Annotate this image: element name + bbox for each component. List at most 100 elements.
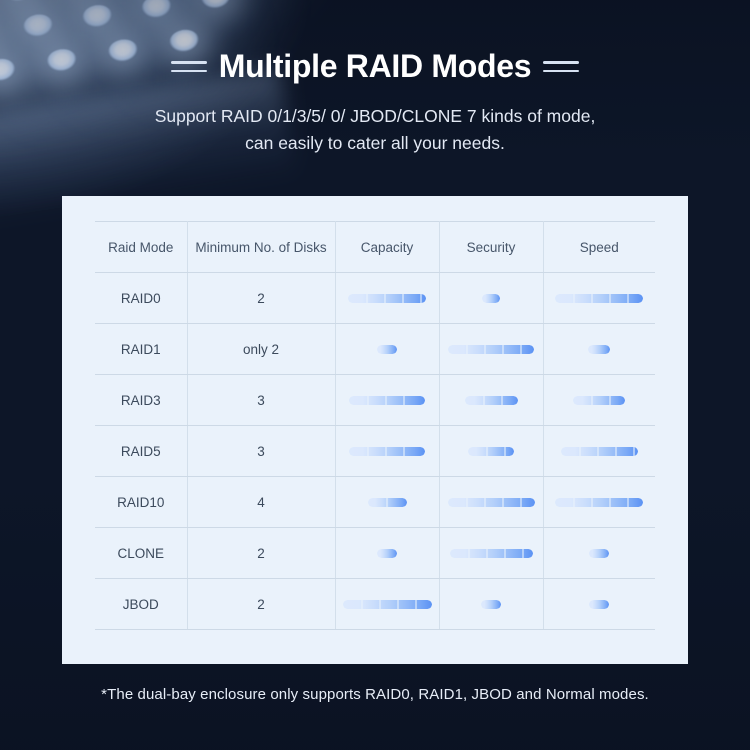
cell-minimum-disks: 3 xyxy=(187,425,336,477)
cell-raid-mode: RAID5 xyxy=(95,425,188,477)
cell-security xyxy=(439,425,544,477)
column-header-raid-mode: Raid Mode xyxy=(95,221,188,273)
meter-segment-divider xyxy=(384,293,386,303)
meter-segment-divider xyxy=(503,548,506,558)
meter-segment-divider xyxy=(482,395,485,405)
cell-speed xyxy=(543,578,655,630)
meter-segment-divider xyxy=(367,446,369,456)
meter-segment-divider xyxy=(591,293,594,303)
security-meter-fill xyxy=(447,497,535,507)
meter-segment-divider xyxy=(578,446,581,456)
cell-raid-mode: RAID0 xyxy=(95,272,188,324)
capacity-meter-fill xyxy=(377,344,397,354)
meter-segment-divider xyxy=(465,497,468,507)
cell-raid-mode: RAID1 xyxy=(95,323,188,375)
security-meter xyxy=(482,293,500,303)
cell-speed xyxy=(543,476,655,528)
meter-segment-divider xyxy=(609,497,612,507)
capacity-meter xyxy=(377,548,397,558)
security-meter xyxy=(449,548,533,558)
capacity-meter-fill xyxy=(349,395,425,405)
speed-meter xyxy=(555,497,644,507)
capacity-meter xyxy=(348,293,426,303)
speed-meter-fill xyxy=(588,344,611,354)
column-header-security: Security xyxy=(439,221,544,273)
column-header-minimum-disks: Minimum No. of Disks xyxy=(187,221,336,273)
meter-segment-divider xyxy=(403,395,405,405)
meter-segment-divider xyxy=(500,395,503,405)
meter-segment-divider xyxy=(519,497,522,507)
speed-meter-fill xyxy=(560,446,638,456)
meter-segment-divider xyxy=(385,446,387,456)
speed-meter-fill xyxy=(573,395,626,405)
speed-meter xyxy=(588,344,611,354)
subtitle-line-2: can easily to cater all your needs. xyxy=(245,133,505,153)
meter-segment-divider xyxy=(466,344,468,354)
meter-segment-divider xyxy=(420,293,422,303)
cell-capacity xyxy=(335,374,440,426)
meter-segment-divider xyxy=(385,395,387,405)
meter-segment-divider xyxy=(614,446,617,456)
raid-comparison-table: Raid Mode Minimum No. of Disks Capacity … xyxy=(95,221,655,630)
cell-security xyxy=(439,374,544,426)
cell-security xyxy=(439,476,544,528)
meter-segment-divider xyxy=(483,497,486,507)
meter-segment-divider xyxy=(596,446,599,456)
security-meter xyxy=(448,344,534,354)
security-meter-fill xyxy=(468,446,514,456)
meter-segment-divider xyxy=(609,395,612,405)
meter-segment-divider xyxy=(573,293,576,303)
meter-segment-divider xyxy=(414,599,417,609)
cell-minimum-disks: 3 xyxy=(187,374,336,426)
capacity-meter xyxy=(367,497,407,507)
security-meter xyxy=(468,446,514,456)
cell-raid-mode: CLONE xyxy=(95,527,188,579)
cell-capacity xyxy=(335,476,440,528)
meter-segment-divider xyxy=(402,293,404,303)
meter-segment-divider xyxy=(591,395,594,405)
meter-segment-divider xyxy=(360,599,363,609)
meter-segment-divider xyxy=(504,446,506,456)
security-meter-fill xyxy=(464,395,518,405)
cell-speed xyxy=(543,272,655,324)
cell-speed xyxy=(543,527,655,579)
cell-minimum-disks: 2 xyxy=(187,578,336,630)
capacity-meter-fill xyxy=(349,446,425,456)
capacity-meter xyxy=(349,395,425,405)
speed-meter xyxy=(555,293,644,303)
double-line-left-icon xyxy=(170,61,207,72)
cell-minimum-disks: 2 xyxy=(187,272,336,324)
cell-capacity xyxy=(335,425,440,477)
meter-segment-divider xyxy=(484,344,486,354)
subtitle-line-1: Support RAID 0/1/3/5/ 0/ JBOD/CLONE 7 ki… xyxy=(154,106,596,126)
page-header: Multiple RAID Modes Support RAID 0/1/3/5… xyxy=(0,0,750,157)
meter-segment-divider xyxy=(520,344,522,354)
security-meter xyxy=(481,599,501,609)
meter-segment-divider xyxy=(573,497,576,507)
security-meter-fill xyxy=(482,293,500,303)
cell-capacity xyxy=(335,272,440,324)
cell-security xyxy=(439,578,544,630)
meter-segment-divider xyxy=(485,548,488,558)
security-meter-fill xyxy=(481,599,501,609)
table-header-row: Raid Mode Minimum No. of Disks Capacity … xyxy=(95,221,655,273)
cell-capacity xyxy=(335,527,440,579)
page-title: Multiple RAID Modes xyxy=(218,48,532,84)
speed-meter-fill xyxy=(555,293,644,303)
cell-speed xyxy=(543,374,655,426)
meter-segment-divider xyxy=(396,599,399,609)
cell-minimum-disks: 2 xyxy=(187,527,336,579)
column-header-speed: Speed xyxy=(543,221,655,273)
capacity-meter-fill xyxy=(377,548,397,558)
meter-segment-divider xyxy=(467,548,470,558)
footnote: *The dual-bay enclosure only supports RA… xyxy=(101,686,649,703)
table-header: Raid Mode Minimum No. of Disks Capacity … xyxy=(95,221,655,273)
raid-table-panel: Raid Mode Minimum No. of Disks Capacity … xyxy=(62,196,688,664)
speed-meter-fill xyxy=(589,548,610,558)
